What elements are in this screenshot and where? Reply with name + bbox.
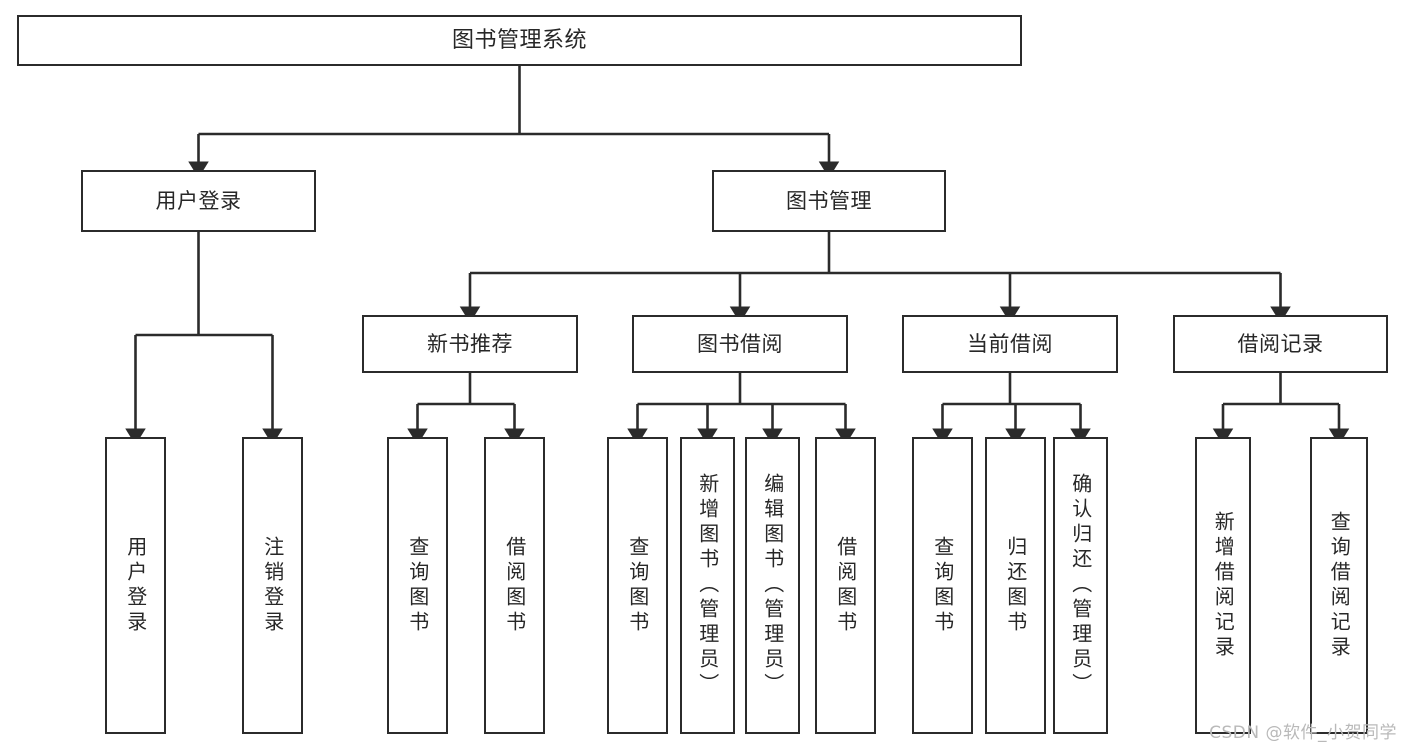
node-label: 查询图书 — [405, 535, 430, 636]
node-book-borrow: 图书借阅 — [632, 315, 848, 373]
node-label: 注销登录 — [260, 535, 285, 636]
node-label: 借阅图书 — [502, 535, 527, 636]
node-label: 查询借阅记录 — [1327, 510, 1352, 661]
node-label: 查询图书 — [625, 535, 650, 636]
node-leaf-logout: 注销登录 — [242, 437, 303, 734]
node-leaf-borrow-book-1: 借阅图书 — [484, 437, 545, 734]
node-label: 归还图书 — [1003, 535, 1028, 636]
node-label: 当前借阅 — [967, 331, 1053, 356]
node-label: 新增借阅记录 — [1211, 510, 1236, 661]
node-leaf-add-book: 新增图书（管理员） — [680, 437, 735, 734]
node-label: 借阅图书 — [833, 535, 858, 636]
node-label: 图书管理 — [786, 188, 872, 213]
node-leaf-return-book: 归还图书 — [985, 437, 1046, 734]
node-book-manage: 图书管理 — [712, 170, 946, 232]
node-label: 图书管理系统 — [451, 27, 587, 53]
node-leaf-query-book-1: 查询图书 — [387, 437, 448, 734]
node-leaf-query-book-2: 查询图书 — [607, 437, 668, 734]
node-leaf-user-login: 用户登录 — [105, 437, 166, 734]
node-label: 确认归还（管理员） — [1068, 473, 1093, 698]
node-label: 用户登录 — [155, 188, 242, 213]
node-label: 新增图书（管理员） — [695, 473, 720, 698]
node-label: 查询图书 — [930, 535, 955, 636]
node-root: 图书管理系统 — [17, 15, 1022, 66]
node-borrow-record: 借阅记录 — [1173, 315, 1388, 373]
node-label: 用户登录 — [123, 535, 148, 636]
node-new-book-rec: 新书推荐 — [362, 315, 578, 373]
node-user-login: 用户登录 — [81, 170, 316, 232]
node-leaf-borrow-book-2: 借阅图书 — [815, 437, 876, 734]
node-current-borrow: 当前借阅 — [902, 315, 1118, 373]
node-label: 编辑图书（管理员） — [760, 473, 785, 698]
node-leaf-add-record: 新增借阅记录 — [1195, 437, 1251, 734]
node-leaf-query-record: 查询借阅记录 — [1310, 437, 1368, 734]
node-label: 图书借阅 — [697, 331, 783, 356]
csdn-watermark: CSDN @软件_小贺同学 — [1209, 723, 1397, 743]
node-leaf-query-book-3: 查询图书 — [912, 437, 973, 734]
node-label: 借阅记录 — [1237, 331, 1324, 356]
node-leaf-edit-book: 编辑图书（管理员） — [745, 437, 800, 734]
node-leaf-confirm-return: 确认归还（管理员） — [1053, 437, 1108, 734]
node-label: 新书推荐 — [427, 331, 513, 356]
